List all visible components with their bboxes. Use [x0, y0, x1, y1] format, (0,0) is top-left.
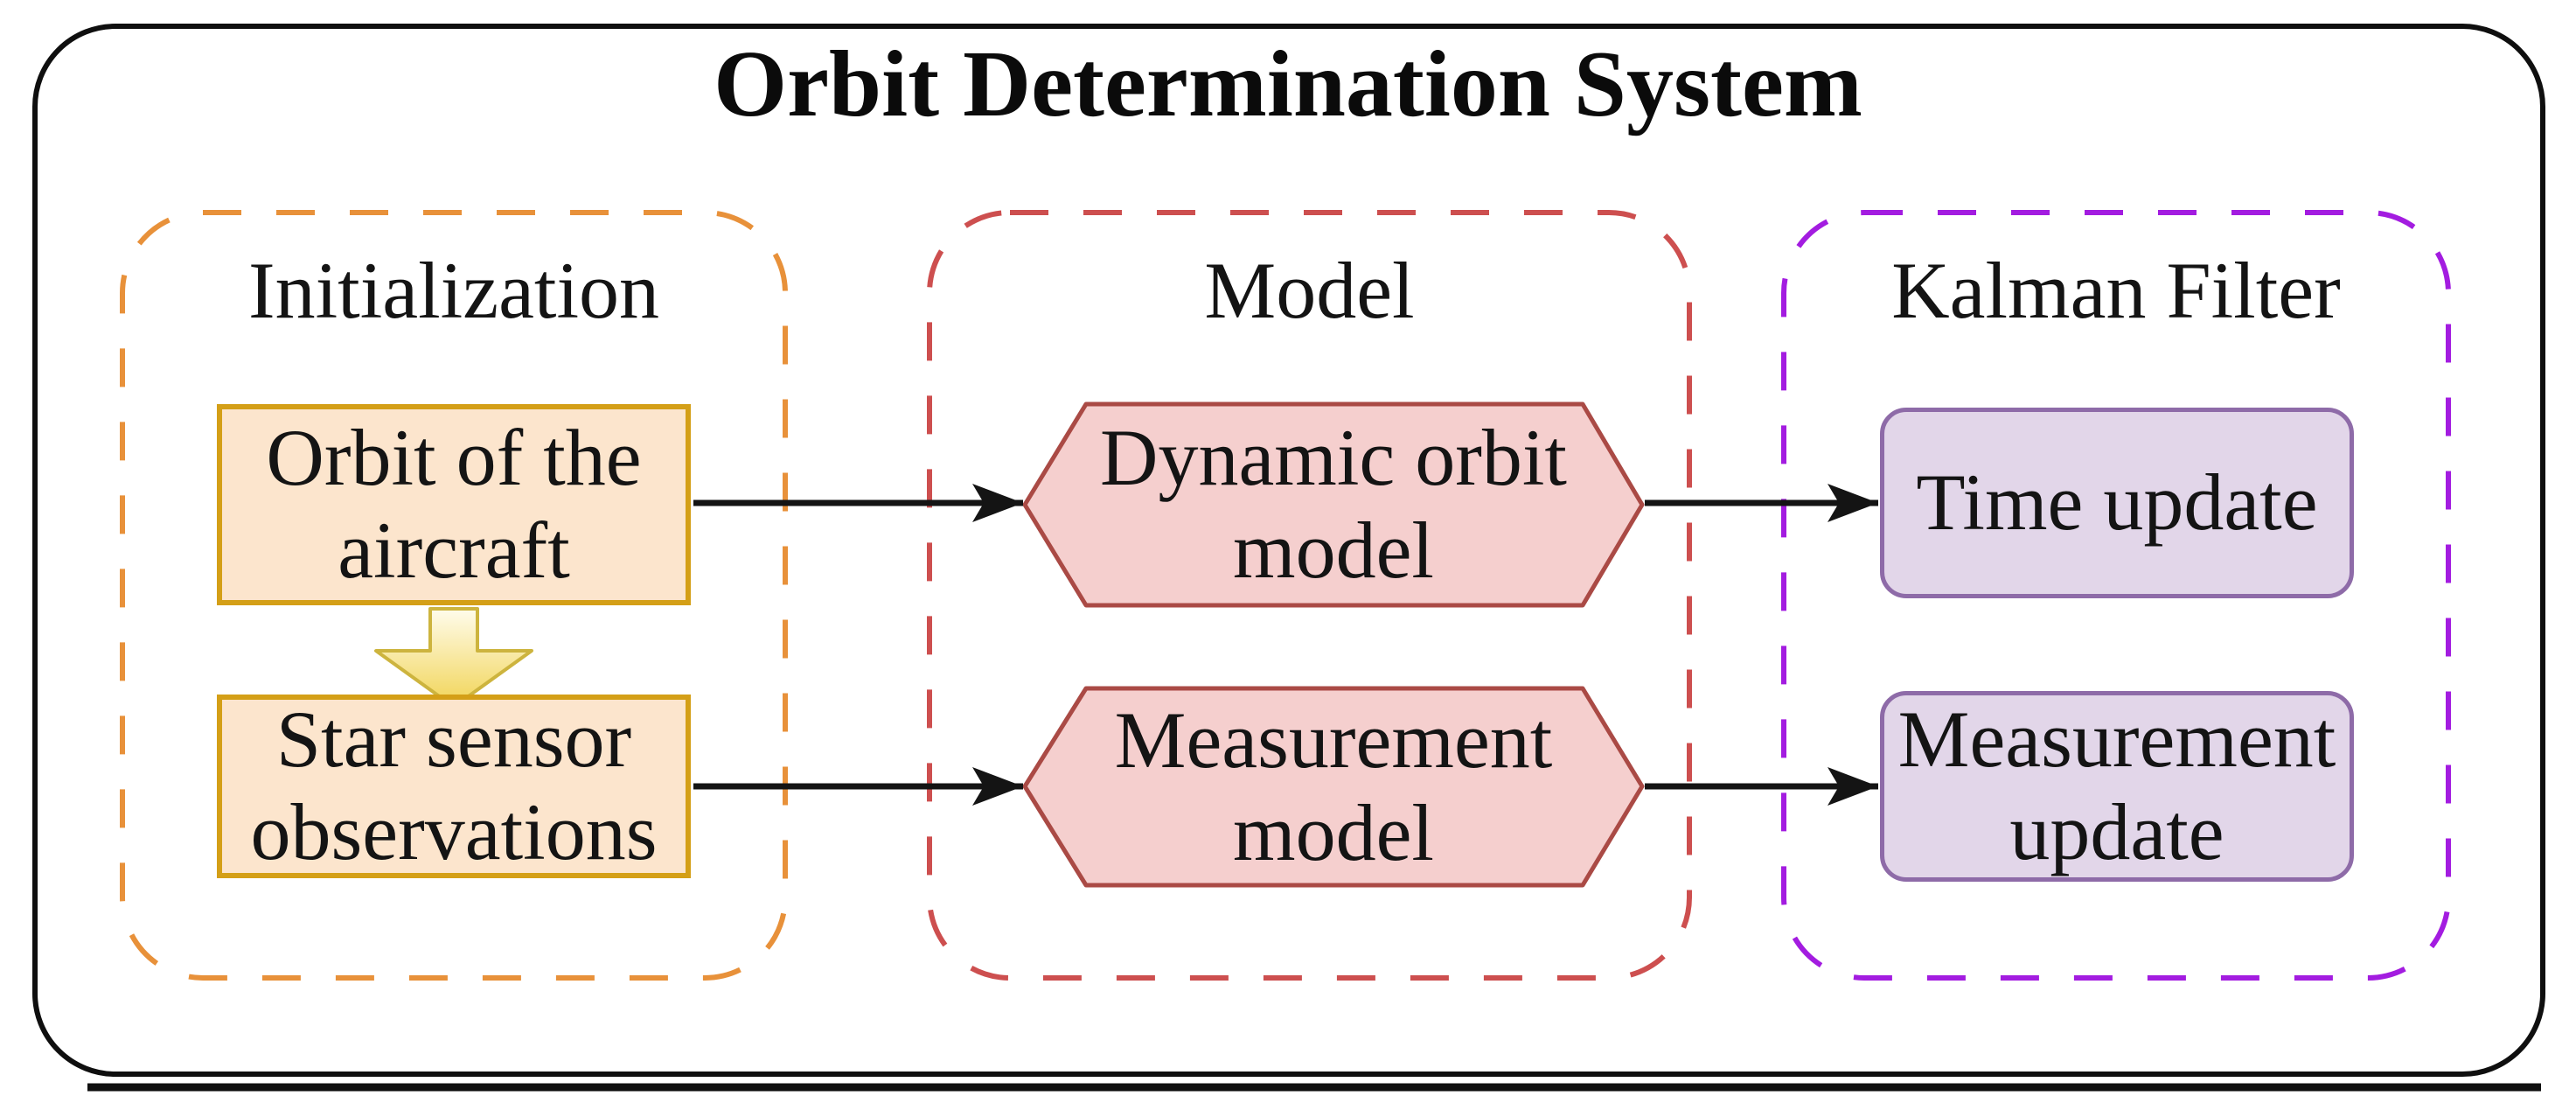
node-star-sensor-observations: Star sensor observations	[217, 695, 691, 878]
outer-frame	[32, 24, 2545, 1077]
hexagon-text-measurement-model: Measurement model	[1049, 688, 1618, 885]
hexagon-measurement-model	[1022, 686, 1645, 888]
node-text-line: update	[2009, 787, 2224, 876]
node-text-line: Dynamic orbit	[1100, 413, 1567, 503]
node-orbit-of-the-aircraft: Orbit of the aircraft	[217, 404, 691, 605]
node-measurement-update: Measurement update	[1880, 691, 2354, 882]
section-label-model: Model	[1204, 246, 1415, 335]
node-text-line: Measurement	[1897, 695, 2336, 785]
node-text-line: Measurement	[1114, 695, 1553, 785]
diagram-title: Orbit Determination System	[714, 32, 1862, 136]
node-text-line: Orbit of the	[266, 413, 642, 503]
node-text-line: Star sensor	[275, 695, 632, 785]
section-label-initialization: Initialization	[247, 246, 660, 335]
down-arrow-icon	[374, 607, 533, 709]
node-text-line: observations	[250, 787, 658, 876]
node-text-line: Time update	[1916, 457, 2318, 548]
hexagon-dynamic-orbit-model	[1022, 401, 1645, 608]
node-text-line: model	[1233, 506, 1434, 595]
section-kalman-filter-frame	[1781, 210, 2451, 981]
node-text-line: model	[1233, 787, 1434, 877]
node-text-line: aircraft	[338, 506, 570, 595]
section-model-frame	[927, 210, 1692, 981]
node-time-update: Time update	[1880, 408, 2354, 598]
hexagon-text-dynamic-orbit-model: Dynamic orbit model	[1049, 404, 1618, 605]
section-label-kalman-filter: Kalman Filter	[1891, 246, 2341, 335]
section-initialization-frame	[120, 210, 788, 981]
